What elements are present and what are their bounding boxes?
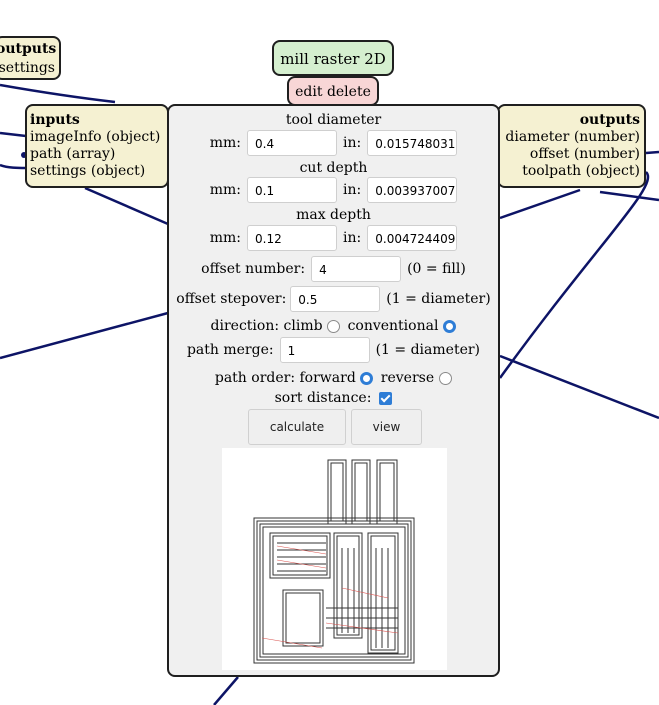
offset-number-input[interactable]: 4 — [311, 256, 402, 282]
tool-diameter-label: tool diameter — [285, 112, 382, 128]
path-merge-hint: (1 = diameter) — [375, 342, 481, 358]
sort-distance-row: sort distance: — [169, 390, 498, 406]
max-depth-row: mm: 0.12 in: 0.004724409 — [169, 225, 498, 251]
mm-label: mm: — [209, 135, 242, 151]
sort-distance-label: sort distance: — [274, 390, 372, 406]
module-panel: tool diameter mm: 0.4 in: 0.015748031 cu… — [167, 104, 500, 677]
path-merge-label: path merge: — [186, 342, 274, 358]
wire — [498, 171, 650, 379]
offset-stepover-hint: (1 = diameter) — [386, 291, 491, 307]
output-port-offset[interactable]: offset (number) — [529, 146, 640, 162]
in-label: in: — [343, 230, 362, 246]
offset-number-label: offset number: — [201, 261, 306, 277]
offset-number-hint: (0 = fill) — [407, 261, 466, 277]
offset-stepover-input[interactable]: 0.5 — [290, 286, 381, 312]
outputs-heading: outputs — [0, 41, 57, 57]
inputs-heading: inputs — [30, 112, 80, 128]
output-port-diameter[interactable]: diameter (number) — [505, 129, 640, 145]
output-port-toolpath[interactable]: toolpath (object) — [522, 163, 640, 179]
wire — [0, 131, 27, 138]
wire — [599, 190, 659, 202]
direction-climb-radio[interactable] — [326, 319, 340, 333]
input-port-imageinfo[interactable]: imageInfo (object) — [30, 129, 161, 145]
output-port-settings[interactable]: settings — [0, 60, 55, 76]
view-button[interactable]: view — [351, 409, 422, 445]
direction-label: direction: climb — [210, 318, 323, 334]
input-port-path[interactable]: path (array) — [30, 146, 116, 162]
delete-button[interactable]: delete — [326, 84, 371, 100]
cut-depth-in-input[interactable]: 0.003937007 — [367, 177, 458, 203]
offset-stepover-label: offset stepover: — [176, 291, 287, 307]
cut-depth-row: mm: 0.1 in: 0.003937007 — [169, 177, 498, 203]
direction-row: direction: climb conventional — [169, 318, 498, 334]
upstream-outputs-box: outputs settings — [0, 36, 61, 80]
in-label: in: — [343, 135, 362, 151]
path-order-label: path order: forward — [214, 370, 356, 386]
cut-depth-mm-input[interactable]: 0.1 — [247, 177, 338, 203]
tool-diameter-mm-input[interactable]: 0.4 — [247, 130, 338, 156]
wire — [0, 311, 169, 360]
in-label: in: — [343, 182, 362, 198]
cut-depth-label: cut depth — [299, 160, 368, 176]
module-title[interactable]: mill raster 2D — [272, 40, 394, 76]
edit-delete-bar: edit delete — [287, 76, 379, 106]
direction-conventional-radio[interactable] — [443, 319, 457, 333]
offset-stepover-row: offset stepover: 0.5 (1 = diameter) — [169, 286, 498, 312]
edit-button[interactable]: edit — [295, 84, 323, 100]
tool-diameter-in-input[interactable]: 0.015748031 — [367, 130, 458, 156]
path-order-row: path order: forward reverse — [169, 370, 498, 386]
max-depth-label: max depth — [296, 207, 371, 223]
mm-label: mm: — [209, 182, 242, 198]
path-order-forward-radio[interactable] — [359, 371, 373, 385]
direction-conventional-label: conventional — [347, 318, 439, 334]
outputs-heading: outputs — [579, 112, 640, 128]
wire — [645, 150, 659, 155]
path-merge-input[interactable]: 1 — [279, 337, 370, 363]
wire — [0, 83, 116, 104]
wire — [84, 186, 169, 226]
max-depth-in-input[interactable]: 0.004724409 — [367, 225, 458, 251]
tool-diameter-row: mm: 0.4 in: 0.015748031 — [169, 130, 498, 156]
calculate-button[interactable]: calculate — [248, 409, 346, 445]
max-depth-mm-input[interactable]: 0.12 — [247, 225, 338, 251]
wire — [213, 676, 239, 705]
mm-label: mm: — [209, 230, 242, 246]
outputs-box: outputs diameter (number) offset (number… — [497, 104, 646, 188]
wire — [499, 354, 659, 420]
wire — [0, 163, 27, 170]
path-merge-row: path merge: 1 (1 = diameter) — [169, 337, 498, 363]
wire — [499, 188, 581, 220]
input-port-settings[interactable]: settings (object) — [30, 163, 146, 179]
sort-distance-checkbox[interactable] — [379, 391, 393, 405]
inputs-box: inputs imageInfo (object) path (array) s… — [25, 104, 169, 188]
path-order-reverse-radio[interactable] — [439, 371, 453, 385]
path-order-reverse-label: reverse — [380, 370, 435, 386]
toolpath-preview-image — [222, 448, 447, 670]
offset-number-row: offset number: 4 (0 = fill) — [169, 256, 498, 282]
